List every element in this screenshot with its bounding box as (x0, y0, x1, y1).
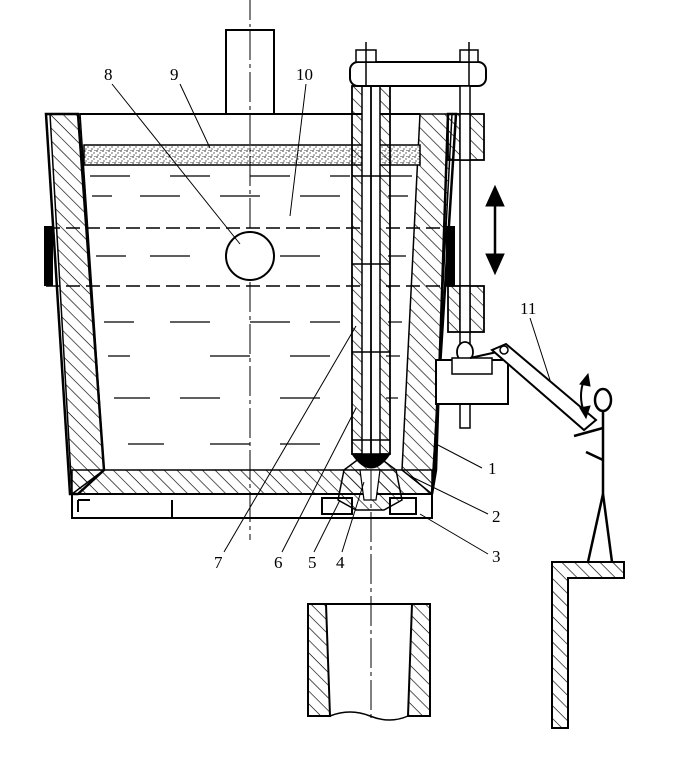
ladle-lining (49, 113, 453, 496)
label-5: 5 (308, 553, 317, 572)
slag-layer (83, 144, 421, 166)
label-7: 7 (214, 553, 223, 572)
stopper-crossbar (349, 42, 487, 87)
trunnion-hole (225, 231, 275, 281)
leader-lines (111, 83, 551, 555)
lever-arm (435, 342, 598, 432)
label-2: 2 (492, 507, 501, 526)
label-3: 3 (492, 547, 501, 566)
nozzle-brick (337, 457, 403, 511)
label-4: 4 (336, 553, 345, 572)
label-9: 9 (170, 65, 179, 84)
label-10: 10 (296, 65, 313, 84)
ladle-shell (44, 112, 458, 496)
trunnions (44, 226, 455, 286)
operator-platform (551, 561, 625, 729)
label-1: 1 (488, 459, 497, 478)
ingot-mould (307, 603, 431, 721)
operator-figure (573, 387, 614, 563)
vertical-motion-arrow (485, 184, 505, 276)
label-11: 11 (520, 299, 536, 318)
operator-motion-arrow (579, 372, 591, 420)
label-8: 8 (104, 65, 113, 84)
label-6: 6 (274, 553, 283, 572)
